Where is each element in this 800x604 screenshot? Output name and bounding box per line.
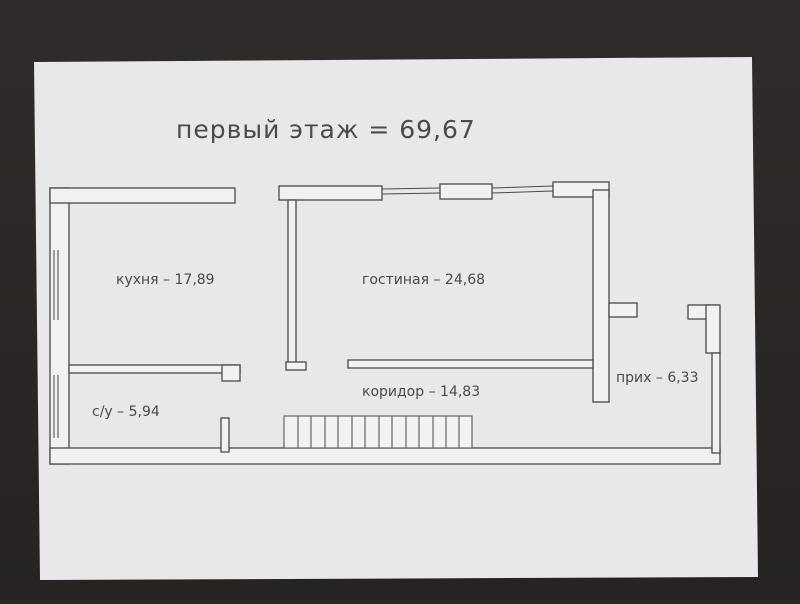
wall-entrance-right	[711, 352, 721, 454]
wall-living-left	[287, 199, 297, 369]
wall-bath-right	[220, 417, 230, 453]
room-label-bathroom: с/у – 5,94	[92, 404, 160, 420]
room-label-kitchen: кухня – 17,89	[116, 272, 215, 288]
room-label-hall: прих – 6,33	[616, 370, 699, 386]
wall-living-left-foot	[285, 361, 307, 371]
wall-kitchen-bath-end	[221, 364, 241, 382]
window-line	[491, 185, 554, 189]
window-line	[381, 192, 441, 195]
wall-living-top-mid	[439, 183, 493, 200]
walls	[49, 181, 721, 465]
room-label-corridor: коридор – 14,83	[362, 384, 480, 400]
plan-title: первый этаж = 69,67	[176, 115, 476, 144]
wall-living-right	[592, 189, 610, 403]
wall-living-top-left	[278, 185, 383, 201]
wall-kitchen-top	[49, 187, 236, 204]
wall-entrance-right-upper	[705, 304, 721, 354]
wall-left	[49, 187, 70, 465]
wall-living-corridor	[347, 359, 594, 369]
window-line	[491, 190, 554, 194]
wall-living-right-stub	[608, 302, 638, 318]
windows	[53, 185, 554, 438]
stairs	[283, 415, 473, 449]
wall-bottom	[49, 447, 721, 465]
room-label-living: гостиная – 24,68	[362, 272, 485, 288]
window-line	[381, 187, 441, 190]
stairs-outline	[283, 415, 473, 449]
wall-kitchen-bath	[68, 364, 241, 374]
